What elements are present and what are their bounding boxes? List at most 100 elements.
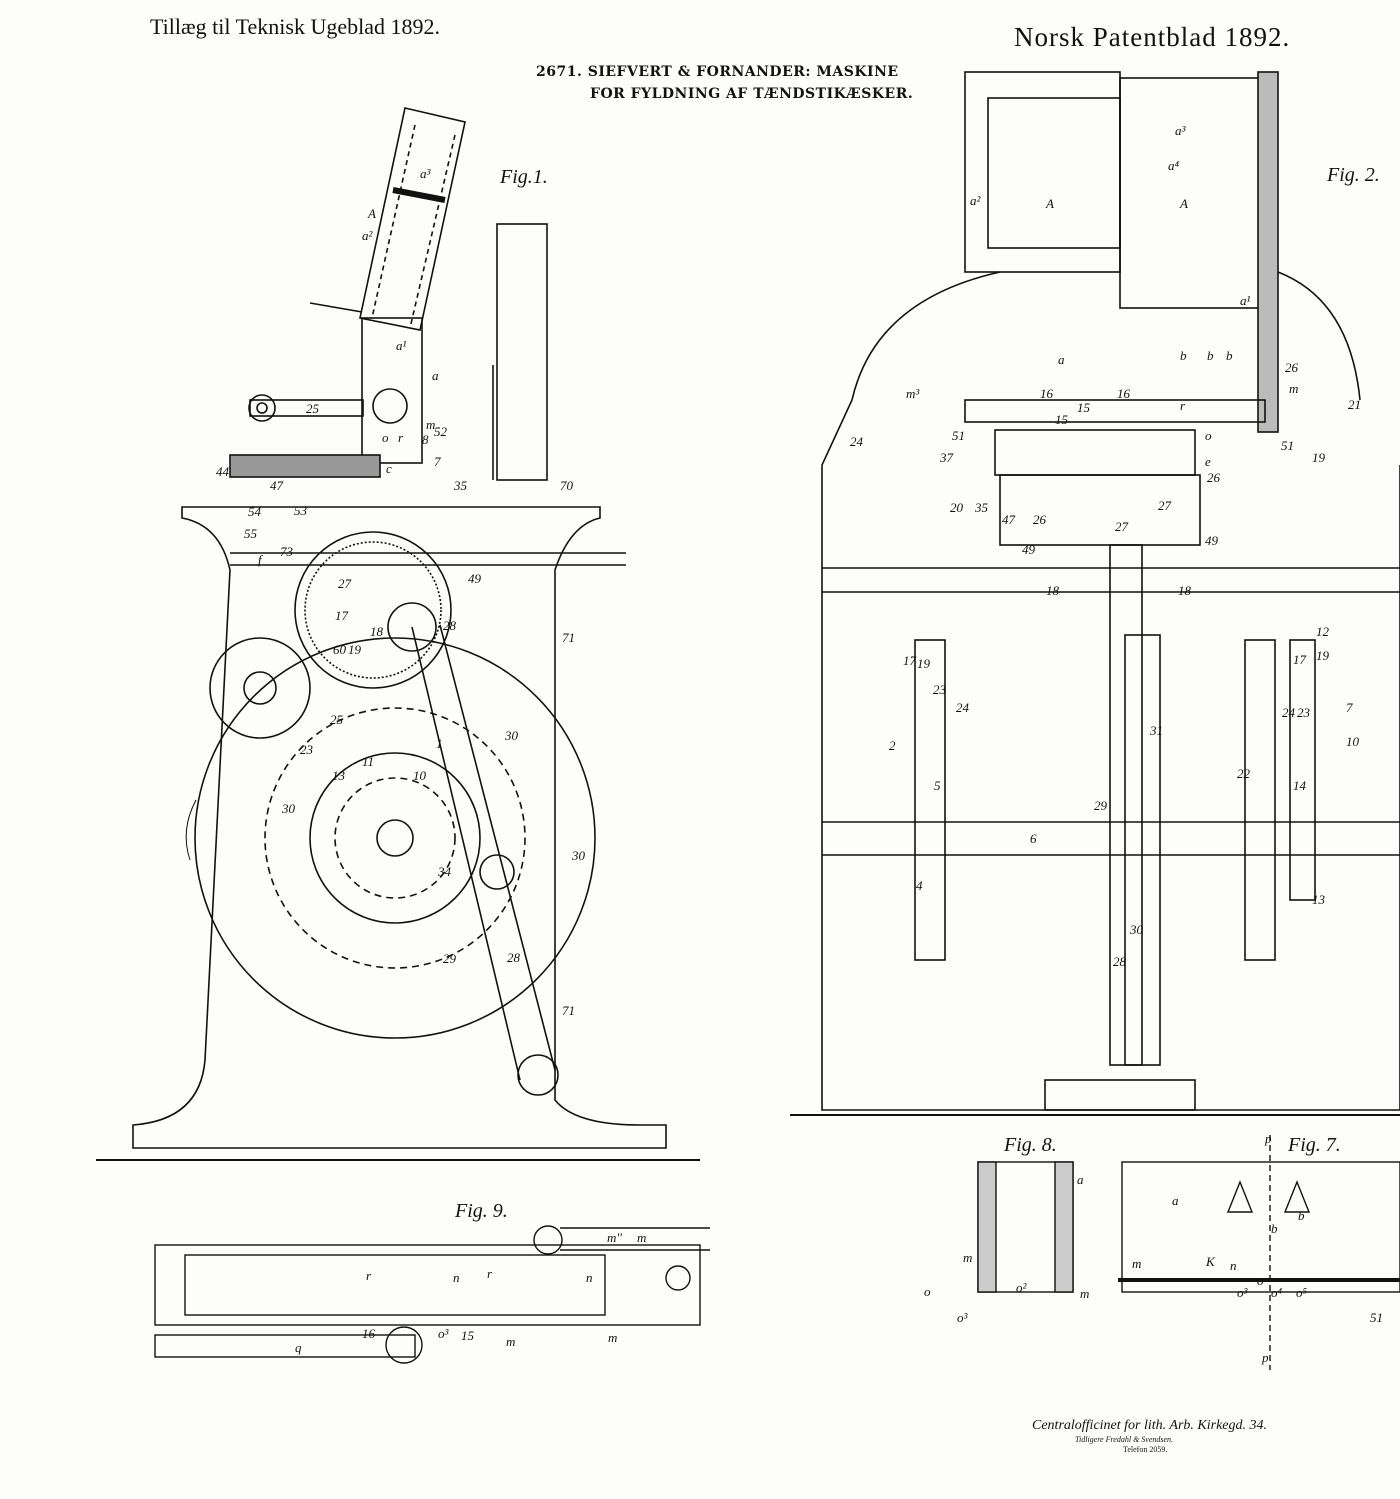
fig7-part-label: o³ xyxy=(1237,1285,1249,1300)
fig2-part-label: 49 xyxy=(1022,542,1036,557)
fig2-part-label: 24 xyxy=(1282,705,1296,720)
fig1-part-label: 29 xyxy=(443,951,457,966)
fig2-part-label: 13 xyxy=(1312,892,1326,907)
fig9-part-label: n xyxy=(586,1270,593,1285)
fig2-part-label: 22 xyxy=(1237,766,1251,781)
fig8-part-label: m xyxy=(1080,1286,1089,1301)
fig2-part-label: 24 xyxy=(956,700,970,715)
fig9-part-label: r xyxy=(366,1268,372,1283)
fig9-part-label: r xyxy=(487,1266,493,1281)
fig1-part-label: m xyxy=(426,417,435,432)
fig9-part-label: m'' xyxy=(607,1230,622,1245)
fig1-part-label: 23 xyxy=(300,742,314,757)
fig7-part-label: K xyxy=(1205,1254,1216,1269)
fig2-part-label: 29 xyxy=(1094,798,1108,813)
figure-label-7: Fig. 7. xyxy=(1288,1134,1341,1156)
fig9-part-label: 15 xyxy=(461,1328,475,1343)
fig2-part-label: 21 xyxy=(1348,397,1361,412)
fig2-part-label: 20 xyxy=(950,500,964,515)
fig1-part-label: 25 xyxy=(306,401,320,416)
fig7-part-label: o⁵ xyxy=(1296,1285,1308,1300)
fig1-part-label: 71 xyxy=(562,630,575,645)
fig9-part-label: m xyxy=(637,1230,646,1245)
fig8-part-label: m xyxy=(963,1250,972,1265)
fig1-part-label: 28 xyxy=(507,950,521,965)
fig9-drawing xyxy=(154,1225,710,1364)
fig2-part-label: m³ xyxy=(906,386,920,401)
fig1-part-label: 17 xyxy=(335,608,349,623)
patent-title-line2: FOR FYLDNING AF TÆNDSTIKÆSKER. xyxy=(590,86,914,102)
fig2-part-label: 51 xyxy=(952,428,965,443)
fig1-part-label: 18 xyxy=(370,624,384,639)
fig7-fig8-drawing xyxy=(977,1135,1400,1370)
fig2-part-label: b xyxy=(1226,348,1233,363)
fig2-part-label: b xyxy=(1180,348,1187,363)
fig2-part-label: A xyxy=(1045,196,1054,211)
fig1-part-label: 7 xyxy=(434,454,441,469)
fig2-part-label: 6 xyxy=(1030,831,1037,846)
fig2-part-label: e xyxy=(1205,454,1211,469)
fig1-part-label: 30 xyxy=(281,801,296,816)
fig9-part-label: q xyxy=(295,1340,302,1355)
fig7-part-label: o xyxy=(1257,1273,1264,1288)
imprint-line1: Centralofficinet for lith. Arb. Kirkegd.… xyxy=(1032,1418,1268,1433)
fig1-part-label: a¹ xyxy=(396,338,407,353)
fig9-part-label: m xyxy=(608,1330,617,1345)
fig7-part-label: b xyxy=(1298,1208,1305,1223)
fig2-part-label: 23 xyxy=(933,682,947,697)
fig7-part-label: o⁴ xyxy=(1271,1285,1283,1300)
fig1-drawing xyxy=(96,107,700,1161)
fig2-part-label: 26 xyxy=(1033,512,1047,527)
fig2-part-label: 47 xyxy=(1002,512,1016,527)
fig2-part-label: 26 xyxy=(1207,470,1221,485)
fig2-part-label: a³ xyxy=(1175,123,1187,138)
fig2-part-label: 51 xyxy=(1281,438,1294,453)
fig1-part-label: A xyxy=(367,206,376,221)
header-right: Norsk Patentblad 1892. xyxy=(1014,22,1291,52)
fig2-part-label: 5 xyxy=(934,778,941,793)
fig9-part-label: m xyxy=(506,1334,515,1349)
fig8-part-label: o³ xyxy=(957,1310,969,1325)
fig1-part-label: 34 xyxy=(437,864,452,879)
fig2-part-label: 23 xyxy=(1297,705,1311,720)
fig8-part-label: o xyxy=(924,1284,931,1299)
fig1-part-label: 1 xyxy=(436,736,443,751)
fig8-part-label: a xyxy=(1077,1172,1084,1187)
imprint-line3: Telefon 2059. xyxy=(1123,1445,1168,1454)
imprint-line2: Tidligere Fredahl & Svendsen. xyxy=(1075,1435,1174,1444)
fig2-part-label: 35 xyxy=(974,500,989,515)
fig2-part-label: a⁴ xyxy=(1168,158,1180,173)
fig2-part-label: o xyxy=(1205,428,1212,443)
fig1-part-label: 30 xyxy=(571,848,586,863)
fig1-part-label: 28 xyxy=(443,618,457,633)
fig2-part-label: 24 xyxy=(850,434,864,449)
fig1-part-label: 13 xyxy=(332,768,346,783)
fig9-part-label: o³ xyxy=(438,1326,450,1341)
fig2-part-label: 17 xyxy=(903,653,917,668)
figure-label-8: Fig. 8. xyxy=(1004,1134,1057,1156)
fig8-part-label: o² xyxy=(1016,1280,1028,1295)
fig2-part-label: 19 xyxy=(917,656,931,671)
fig1-part-label: 49 xyxy=(468,571,482,586)
fig1-part-label: a³ xyxy=(420,166,432,181)
figure-label-9: Fig. 9. xyxy=(455,1200,508,1222)
fig2-part-label: 16 xyxy=(1040,386,1054,401)
fig2-part-label: 19 xyxy=(1312,450,1326,465)
fig9-part-label: n xyxy=(453,1270,460,1285)
fig1-part-label: 70 xyxy=(560,478,574,493)
fig7-part-label: p xyxy=(1264,1131,1272,1146)
fig1-part-label: 30 xyxy=(504,728,519,743)
fig1-part-label: 10 xyxy=(413,768,427,783)
fig2-part-label: 15 xyxy=(1077,400,1091,415)
fig2-part-label: 49 xyxy=(1205,533,1219,548)
fig2-part-label: m xyxy=(1289,381,1298,396)
fig7-part-label: m xyxy=(1132,1256,1141,1271)
fig1-part-label: 19 xyxy=(348,642,362,657)
fig1-part-label: 44 xyxy=(216,464,230,479)
fig2-part-label: 37 xyxy=(939,450,954,465)
fig1-part-label: 53 xyxy=(294,503,308,518)
fig2-part-label: 31 xyxy=(1149,723,1163,738)
